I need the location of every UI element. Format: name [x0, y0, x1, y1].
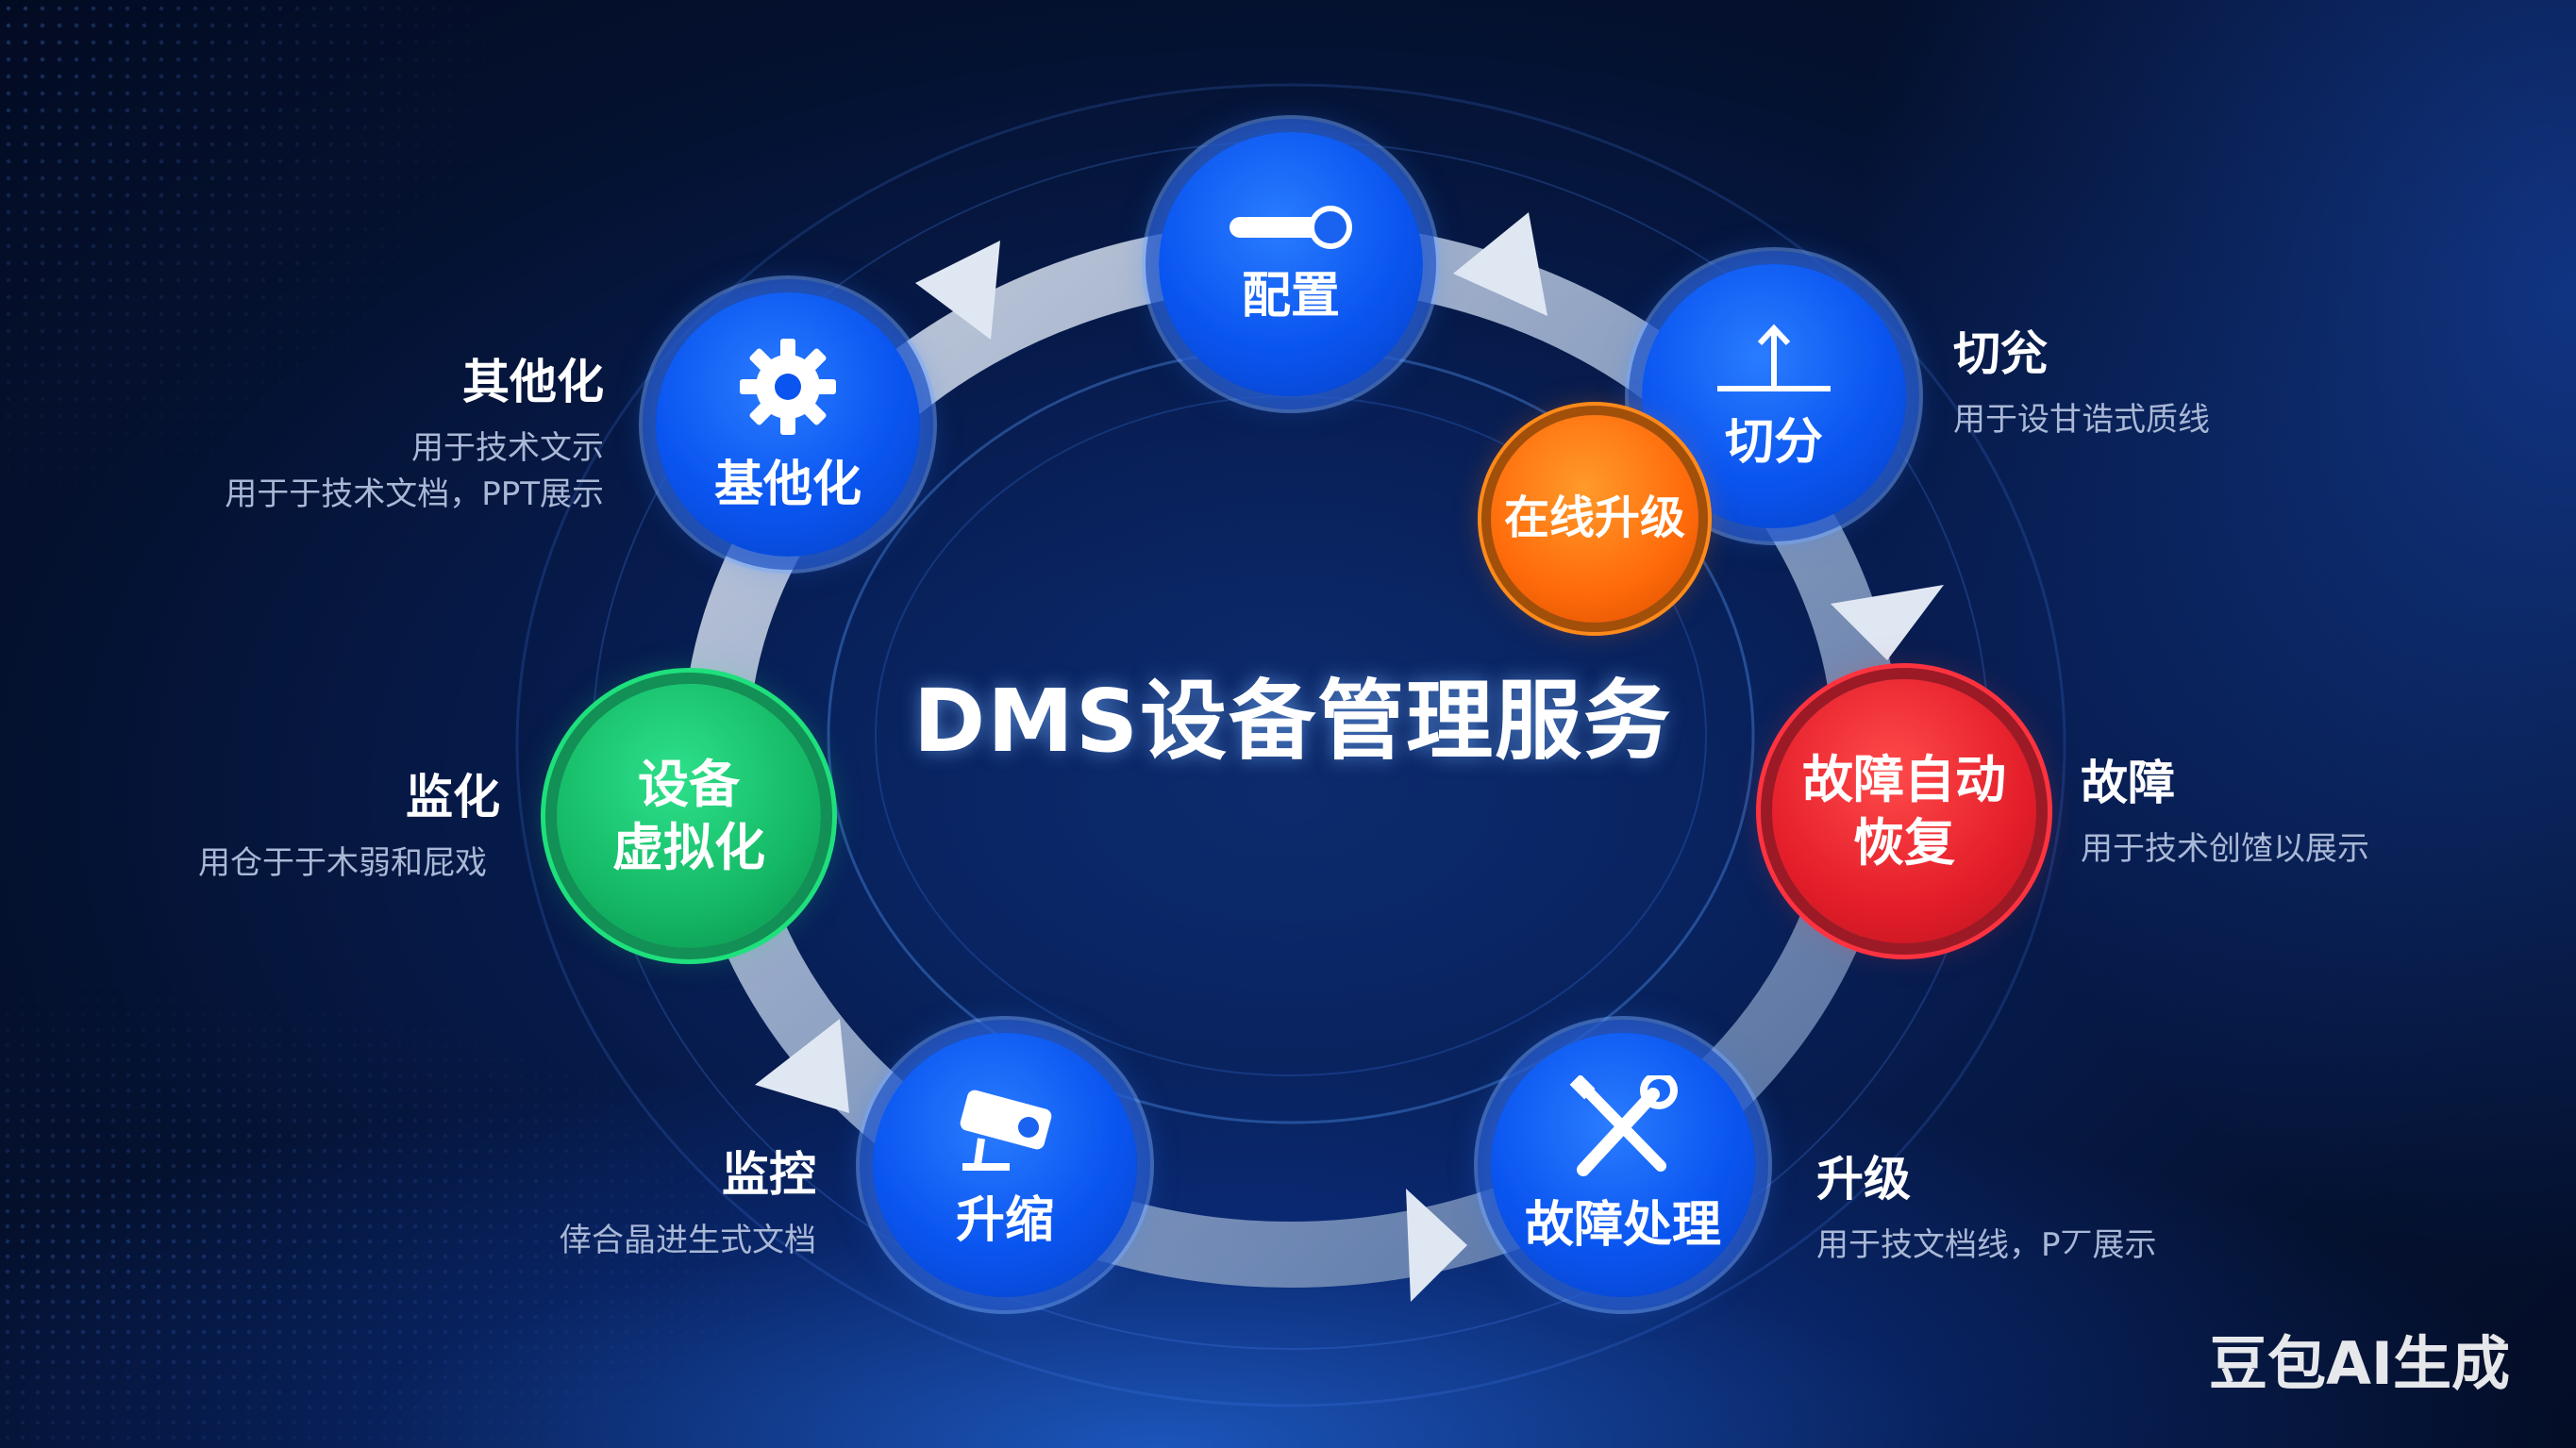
gear-icon: [736, 335, 840, 442]
node-fault-recovery-label-1: 故障自动: [1802, 749, 2006, 809]
node-fault-handling-label: 故障处理: [1524, 1196, 1721, 1254]
inner-ring-2: [875, 395, 1707, 1076]
node-config-label: 配置: [1241, 267, 1340, 325]
side-label-monitor-title: 监控: [722, 1147, 816, 1202]
arrow-head-top-right: [1453, 212, 1547, 316]
side-label-basic-line1: 用于技术文示: [411, 429, 604, 467]
side-label-basic-title: 其他化: [462, 355, 604, 409]
side-label-monitor-left: 监化 用仓于于木弱和屁戏: [198, 759, 500, 887]
node-basic: 基他化: [656, 292, 920, 557]
arrow-head-top-left: [915, 241, 1000, 340]
outer-ring-1: [515, 83, 2066, 1407]
side-label-fault-title: 故障: [2081, 756, 2175, 810]
side-label-monitor-left-line1: 用仓于于木弱和屁戏: [198, 844, 487, 882]
ai-watermark: 豆包AI生成: [2208, 1329, 2510, 1398]
side-label-upgrade: 升级 用于技文档线，P丆展示: [1816, 1141, 2157, 1269]
node-upgrade-label: 升缩: [955, 1191, 1054, 1249]
side-label-split-line1: 用于设甘诰式质线: [1953, 401, 2210, 439]
side-label-split-title: 切兊: [1953, 326, 2048, 381]
node-fault-handling: 故障处理: [1491, 1033, 1755, 1297]
side-label-fault: 故障 用于技术创馇以展示: [2081, 745, 2369, 873]
node-online-upgrade: 在线升级: [1491, 415, 1698, 623]
side-label-monitor-left-title: 监化: [406, 770, 500, 824]
node-virtualization: 设备 虚拟化: [557, 684, 821, 948]
node-config: 配置: [1159, 132, 1423, 396]
node-upgrade: 升缩: [873, 1033, 1137, 1297]
side-label-split: 切兊 用于设甘诰式质线: [1953, 316, 2210, 443]
side-label-basic: 其他化 用于技术文示 用于于技术文档，PPT展示: [225, 344, 604, 519]
upload-arrow-icon: [1713, 321, 1835, 400]
arrow-head-bottom: [1406, 1189, 1467, 1302]
wrench-screwdriver-icon: [1566, 1071, 1680, 1183]
side-label-basic-line2: 用于于技术文档，PPT展示: [225, 475, 604, 514]
node-online-upgrade-label: 在线升级: [1503, 491, 1685, 545]
diagram-title: DMS设备管理服务: [912, 671, 1673, 772]
side-label-fault-line1: 用于技术创馇以展示: [2081, 830, 2369, 868]
side-label-monitor: 监控 倖合晶进生式文档: [560, 1137, 816, 1264]
node-virtualization-label-1: 设备: [638, 754, 740, 814]
node-fault-recovery: 故障自动 恢复: [1772, 679, 2036, 943]
side-label-upgrade-title: 升级: [1816, 1152, 1911, 1207]
node-virtualization-label-2: 虚拟化: [612, 818, 765, 877]
security-camera-icon: [944, 1080, 1066, 1178]
toggle-switch-icon: [1225, 203, 1357, 254]
node-basic-label: 基他化: [713, 456, 861, 513]
node-fault-recovery-label-2: 恢复: [1853, 813, 1955, 873]
node-split-label: 切分: [1724, 413, 1823, 471]
side-label-monitor-line1: 倖合晶进生式文档: [560, 1222, 816, 1259]
side-label-upgrade-line1: 用于技文档线，P丆展示: [1816, 1226, 2157, 1264]
arrow-head-right: [1831, 585, 1944, 660]
dot-pattern-top-left: [0, 0, 491, 491]
arrow-head-left-bottom: [755, 1019, 849, 1113]
